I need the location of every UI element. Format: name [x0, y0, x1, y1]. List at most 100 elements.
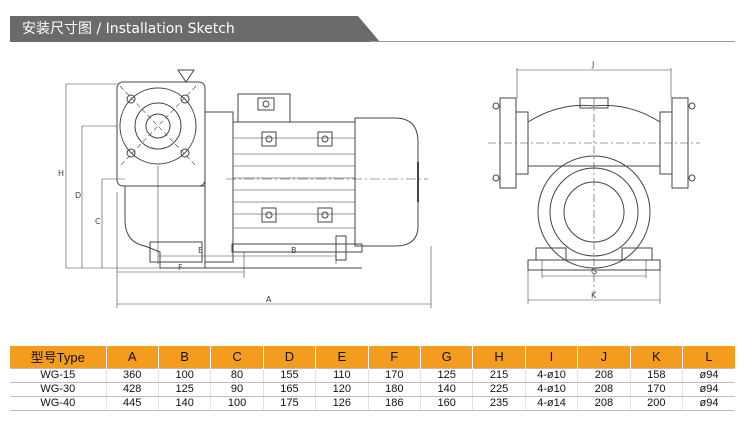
- volute-outer: [537, 155, 651, 269]
- table-cell: 360: [106, 367, 159, 383]
- flange-inner-ring: [134, 102, 182, 150]
- col-header-a: A: [106, 346, 159, 368]
- table-cell: WG-30: [10, 382, 107, 397]
- table-cell: 80: [210, 367, 264, 383]
- flange-bolt-icon: [126, 148, 136, 158]
- dimension-label-J: J: [591, 60, 594, 69]
- table-row: WG-30 428 125 90 165 120 180 140 225 4-ø…: [10, 382, 735, 397]
- cooling-fins: [233, 137, 355, 229]
- header-rule: [370, 41, 735, 42]
- bolt-icon: [265, 211, 273, 219]
- table-cell: 4-ø10: [525, 382, 579, 397]
- motor-feet: [231, 243, 363, 253]
- table-cell: 126: [315, 396, 369, 411]
- flange-bolt-icon: [180, 94, 190, 104]
- table-cell: 215: [472, 367, 526, 383]
- pump-top-body: [527, 104, 661, 167]
- front-view: J G K: [488, 60, 700, 304]
- table-cell: 200: [630, 396, 684, 411]
- dimension-label-F: F: [178, 263, 183, 272]
- col-header-h: H: [472, 346, 526, 368]
- front-base: [527, 259, 661, 271]
- dimension-label-G: G: [591, 267, 597, 276]
- col-header-j: J: [577, 346, 631, 368]
- table-cell: 160: [420, 396, 474, 411]
- installation-drawing: H D C E F B A: [0, 42, 745, 327]
- table-row: WG-40 445 140 100 175 126 186 160 235 4-…: [10, 396, 735, 411]
- table-cell: WG-15: [10, 367, 107, 383]
- table-cell: 158: [630, 367, 684, 383]
- col-header-g: G: [420, 346, 474, 368]
- flange-bolt-icon: [126, 94, 136, 104]
- table-cell: 110: [315, 367, 369, 383]
- col-header-d: D: [263, 346, 317, 368]
- left-foot: [535, 247, 567, 261]
- table-cell: 100: [210, 396, 264, 411]
- table-cell: 208: [577, 367, 631, 383]
- bolt-icon: [321, 211, 329, 219]
- table-cell: 428: [106, 382, 159, 397]
- col-header-l: L: [682, 346, 735, 368]
- motor-bolt-boss: [261, 207, 277, 223]
- table-cell: ø94: [682, 396, 735, 411]
- col-header-b: B: [158, 346, 212, 368]
- dimension-label-B: B: [291, 246, 297, 255]
- fan-cover: [354, 117, 419, 247]
- table-cell: 120: [315, 382, 369, 397]
- section-title: 安装尺寸图 / Installation Sketch: [10, 16, 380, 42]
- terminal-gland-icon: [262, 100, 270, 108]
- table-cell: 175: [263, 396, 317, 411]
- col-header-e: E: [315, 346, 369, 368]
- side-bottom-dimensions: [116, 166, 432, 308]
- table-cell: 125: [420, 367, 474, 383]
- table-cell: 90: [210, 382, 264, 397]
- table-cell: 208: [577, 382, 631, 397]
- terminal-box: [237, 93, 291, 123]
- dimension-label-K: K: [591, 291, 597, 300]
- table-cell: 208: [577, 396, 631, 411]
- flange-centerlines: [119, 85, 197, 167]
- dimension-label-C: C: [95, 217, 101, 226]
- table-header-row: 型号Type A B C D E F G H I J K L: [10, 346, 735, 368]
- table-cell: 170: [368, 367, 421, 383]
- dimension-label-A: A: [266, 295, 272, 304]
- table-row: WG-15 360 100 80 155 110 170 125 215 4-ø…: [10, 367, 735, 383]
- table-cell: 445: [106, 396, 159, 411]
- bolt-icon: [688, 102, 696, 110]
- section-header: 安装尺寸图 / Installation Sketch: [10, 16, 735, 42]
- flange-ring: [119, 87, 197, 165]
- dimension-label-H: H: [58, 169, 64, 178]
- col-header-c: C: [210, 346, 264, 368]
- dimension-table: 型号Type A B C D E F G H I J K L WG-15 360…: [10, 346, 735, 411]
- table-cell: 235: [472, 396, 526, 411]
- bolt-icon: [492, 102, 500, 110]
- flange-bore: [145, 113, 171, 139]
- bolt-icon: [265, 135, 273, 143]
- adapter: [204, 111, 234, 263]
- front-dimensions: [516, 68, 672, 304]
- table-cell: 225: [472, 382, 526, 397]
- foot-bolt: [335, 235, 347, 261]
- table-cell: 155: [263, 367, 317, 383]
- right-foot: [621, 247, 653, 261]
- side-flange-plate: [116, 81, 206, 187]
- motor-body: [232, 121, 356, 245]
- dimension-label-E: E: [198, 246, 203, 255]
- side-view: H D C E F B A: [58, 69, 432, 308]
- flange-bolt-icon: [180, 148, 190, 158]
- bolt-icon: [492, 174, 500, 182]
- table-cell: ø94: [682, 382, 735, 397]
- motor-bolt-boss: [317, 131, 333, 147]
- motor-bolt-boss: [261, 131, 277, 147]
- table-cell: 140: [158, 396, 212, 411]
- dimension-label-D: D: [75, 191, 81, 200]
- bolt-icon: [321, 135, 329, 143]
- table-cell: 186: [368, 396, 421, 411]
- motor-bolt-boss: [317, 207, 333, 223]
- top-port: [177, 69, 195, 83]
- bolt-icon: [688, 174, 696, 182]
- table-cell: 170: [630, 382, 684, 397]
- table-cell: 140: [420, 382, 474, 397]
- terminal-gland: [257, 97, 275, 111]
- table-cell: ø94: [682, 367, 735, 383]
